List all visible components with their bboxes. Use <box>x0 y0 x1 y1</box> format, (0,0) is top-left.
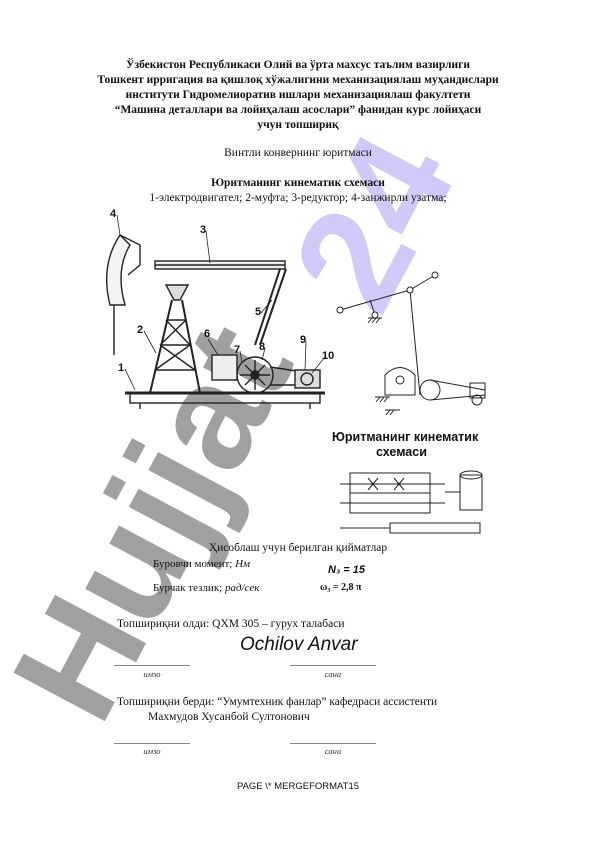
label-3: 3 <box>200 224 206 236</box>
values-heading: Ҳисоблаш учун берилган қийматлар <box>208 542 388 554</box>
torque-value: N₃ = 15 <box>328 564 365 576</box>
given-label: Топшириқни берди: “Умумтехник фанлар” ка… <box>117 696 438 708</box>
sign-line <box>114 743 190 744</box>
label-6: 6 <box>204 328 210 340</box>
date-line <box>290 665 376 666</box>
header-line-4: “Машина деталлари ва лойиҳалаш асослари”… <box>114 104 482 116</box>
speed-unit: рад/сек <box>224 582 260 594</box>
speed-row: Бурчак тезлик; рад/сек <box>153 582 259 594</box>
sign-caption: имзо <box>143 746 161 756</box>
figure-caption-line-2: схемаси <box>376 445 427 459</box>
header-line-1: Ўзбекистон Республикаси Олий ва ўрта мах… <box>126 59 470 71</box>
teacher-name: Махмудов Хусанбой Султонович <box>148 711 310 723</box>
label-1: 1 <box>118 362 124 374</box>
label-10: 10 <box>322 350 334 362</box>
label-5: 5 <box>255 306 261 318</box>
torque-unit: Нм <box>235 558 251 570</box>
scheme-legend: 1-электродвигател; 2-муфта; 3-редуктор; … <box>149 192 447 204</box>
student-name: Ochilov Anvar <box>240 634 358 655</box>
project-subject: Винтли конвернинг юритмаси <box>224 147 372 159</box>
ministry-header: Ўзбекистон Республикаси Олий ва ўрта мах… <box>0 58 596 133</box>
torque-row: Буровчи момент; Нм <box>153 558 250 570</box>
header-line-5: учун топшириқ <box>257 119 339 131</box>
date-line <box>290 743 376 744</box>
date-caption: сана <box>324 669 342 679</box>
label-2: 2 <box>137 324 143 336</box>
scheme-title: Юритманинг кинематик схемаси <box>211 177 385 189</box>
received-label: Топшириқни олди: QXM 305 – гурух талабас… <box>117 618 345 630</box>
speed-value: ω₃ = 2,8 π <box>320 582 362 593</box>
date-caption: сана <box>324 746 342 756</box>
sign-caption: имзо <box>143 669 161 679</box>
sign-line <box>114 665 190 666</box>
speed-label: Бурчак тезлик; <box>153 582 225 594</box>
label-4: 4 <box>110 208 117 220</box>
header-line-3: институти Гидромелиоратив ишлари механиз… <box>125 89 471 101</box>
label-8: 8 <box>259 341 265 353</box>
label-9: 9 <box>300 334 306 346</box>
torque-label: Буровчи момент; <box>153 558 236 570</box>
label-7: 7 <box>234 344 240 356</box>
kinematic-drawing: 1 2 3 4 5 6 7 8 9 10 <box>105 208 486 534</box>
header-line-2: Тошкент ирригация ва қишлоқ хўжалигини м… <box>97 74 499 86</box>
page-footer: PAGE \* MERGEFORMAT15 <box>236 781 360 792</box>
figure-caption-line-1: Юритманинг кинематик <box>332 430 479 444</box>
